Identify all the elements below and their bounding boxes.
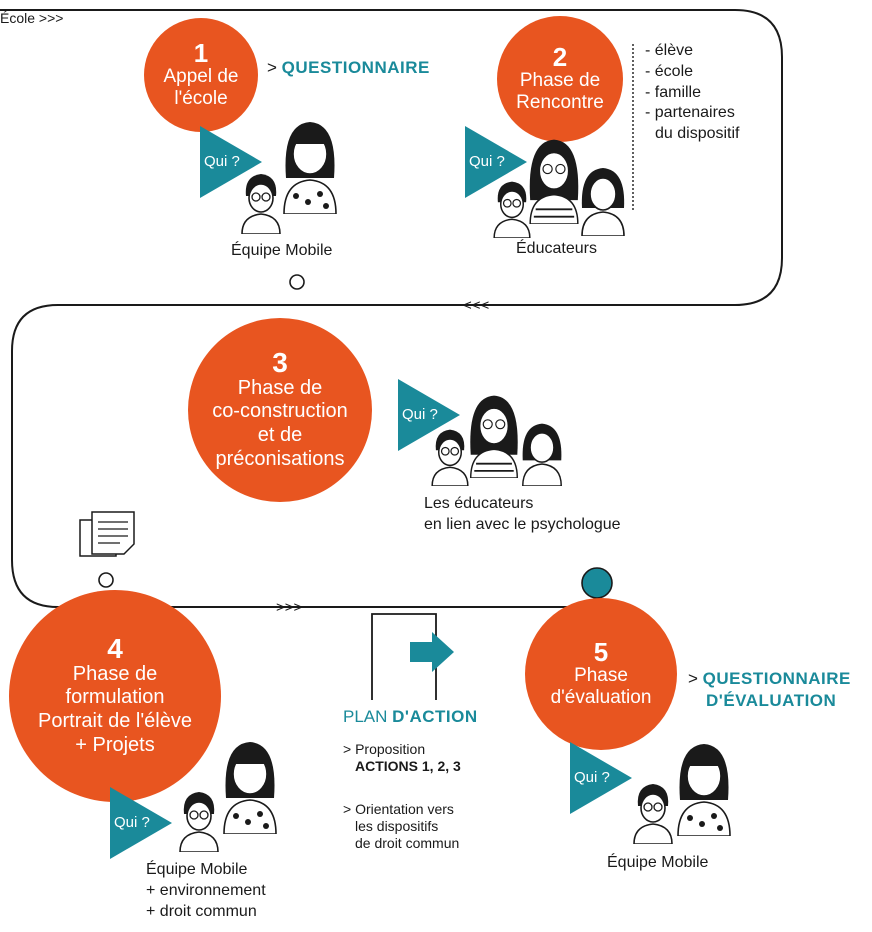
questionnaire-label: QUESTIONNAIRE [281,58,430,77]
person-icon [522,423,562,486]
step-2-who: Éducateurs [516,240,597,257]
person-icon [581,168,625,236]
person-icon [493,181,531,238]
step-4-circle: 4 Phase de formulation Portrait de l'élè… [9,590,221,802]
plan-item-1: > Proposition ACTIONS 1, 2, 3 [343,741,461,775]
person-icon [283,122,337,214]
step-2-circle: 2 Phase de Rencontre [497,16,623,142]
person-icon [241,174,281,234]
step-number: 4 [107,632,123,664]
person-icon [179,792,219,852]
person-icon [223,742,277,834]
questionnaire-label: QUESTIONNAIRE [702,669,851,688]
checkpoint-icon [289,274,305,290]
plan-line: > Proposition [343,741,426,757]
step-4-who: Équipe Mobile + environnement + droit co… [146,860,266,922]
qui-flag-2: Qui ? [465,126,527,203]
arrow-text: > [267,58,277,77]
person-icon [469,395,519,478]
step-label: Phase [574,664,628,686]
who-line: Équipe Mobile [146,861,248,878]
person-icon [431,429,469,486]
who-line: + droit commun [146,902,257,920]
step-number: 1 [193,37,209,68]
who-line: en lien avec le psychologue [424,515,621,533]
document-icon [79,511,135,557]
track-arrow-top: <<< [463,297,490,314]
qui-flag-3: Qui ? [398,379,460,456]
qui-flag-1: Qui ? [200,126,262,203]
participants-list: - élève - école - famille - partenaires … [645,41,740,145]
plan-line: > Orientation vers [343,801,454,817]
step-label: Portrait de l'élève [38,710,192,732]
step-label: Phase de [519,69,601,91]
plan-title: PLAN D'ACTION [343,706,478,728]
step-number: 5 [593,636,609,667]
step-label: formulation [65,686,165,709]
questionnaire-label: D'ÉVALUATION [706,691,837,711]
step-label: Appel de [163,65,239,87]
step-label: l'école [174,88,228,109]
step-1-who: Équipe Mobile [231,242,333,259]
plan-item-2: > Orientation vers les dispositifs de dr… [343,801,459,851]
participant-item: - famille [645,83,702,101]
step-1-link: > QUESTIONNAIRE [267,57,430,79]
step-label: Rencontre [516,92,604,113]
step-3-circle: 3 Phase de co-construction et de préconi… [188,318,372,502]
participant-item: du dispositif [655,125,740,143]
arrow-text: > [688,669,698,688]
step-number: 3 [272,346,288,378]
step-label: + Projets [75,733,155,756]
plan-arrow-icon [371,613,454,700]
step-5-who: Équipe Mobile [607,854,709,871]
person-icon [677,744,731,836]
participant-item: - élève [645,42,694,59]
step-label: co-construction [212,400,348,423]
checkpoint-icon [98,572,114,588]
step-label: Phase de [72,662,158,685]
track-arrow-bottom: >>> [276,599,303,616]
step-label: préconisations [215,447,345,470]
step-5-link: > QUESTIONNAIRE D'ÉVALUATION [688,668,851,712]
participant-item: - partenaires [645,104,735,122]
step-label: Phase de [237,376,323,399]
step-number: 2 [552,41,568,72]
step-1-circle: 1 Appel de l'école [144,18,258,132]
person-icon [529,139,579,224]
plan-line: les dispositifs [355,817,439,834]
checkpoint-end-icon [581,567,613,599]
step-label: d'évaluation [550,687,652,708]
step-label: et de [257,424,303,446]
participant-item: - école [645,62,694,80]
who-line: + environnement [146,881,266,899]
qui-flag-5: Qui ? [570,742,632,819]
plan-actions: ACTIONS 1, 2, 3 [355,757,461,774]
qui-flag-4: Qui ? [110,787,172,864]
step-5-circle: 5 Phase d'évaluation [525,598,677,750]
plan-line: de droit commun [355,834,460,851]
step-3-who: Les éducateurs en lien avec le psycholog… [424,494,621,536]
who-line: Les éducateurs [424,495,534,512]
plan-title-plain: PLAN [343,707,388,726]
plan-title-bold: D'ACTION [392,707,478,726]
corner-label: École >>> [0,10,64,26]
person-icon [633,784,673,844]
